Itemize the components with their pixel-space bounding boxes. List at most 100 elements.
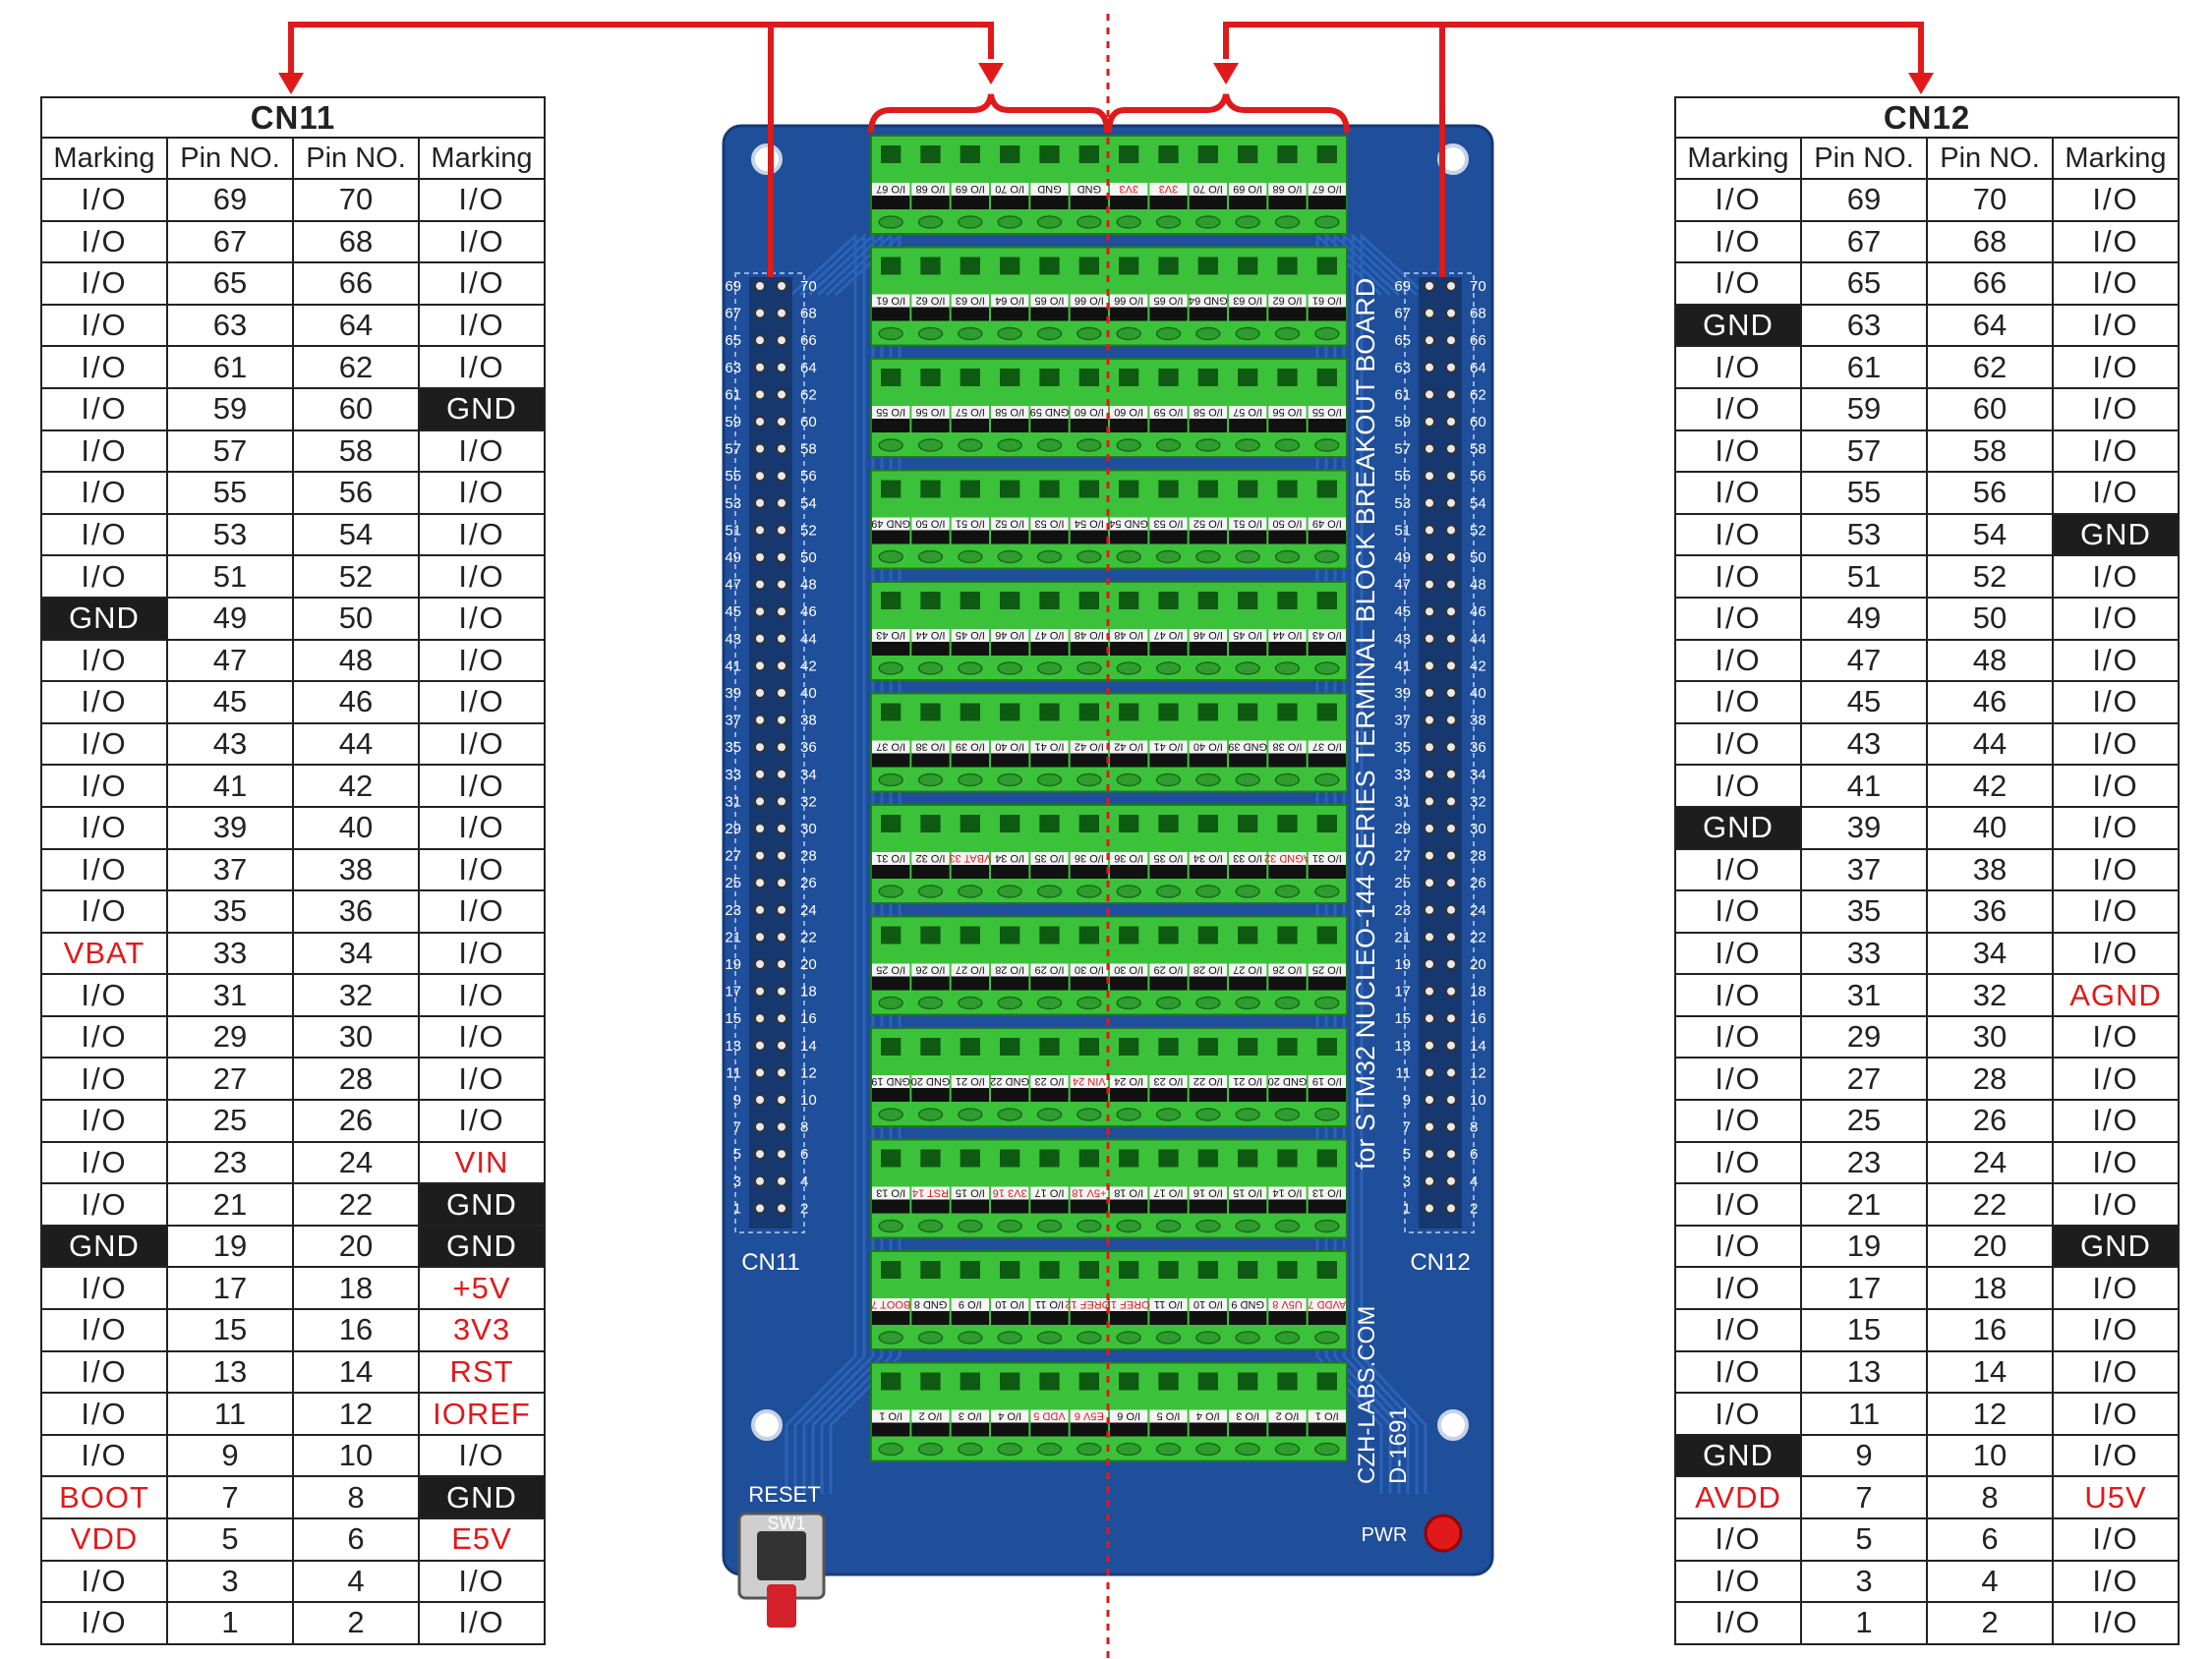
screw-slot [1238, 369, 1258, 386]
terminal-label-strip [951, 740, 989, 754]
header-pin [754, 795, 766, 808]
screw-slot [1158, 1038, 1179, 1056]
terminal-label: I/O 13 [1312, 1187, 1342, 1199]
screw-slot [1000, 369, 1020, 386]
terminal-label: I/O 55 [1312, 406, 1342, 418]
header-pin [1445, 714, 1457, 726]
header-pin [776, 958, 787, 970]
pin-number-cell: 60 [1926, 386, 2054, 431]
header-pin [1424, 741, 1435, 754]
terminal-label-strip [1149, 294, 1188, 308]
terminal-label-strip [1030, 852, 1069, 865]
terminal-label: VIN 24 [1073, 1075, 1106, 1087]
terminal-screw [1077, 661, 1102, 675]
terminal-label-strip [1229, 1199, 1267, 1214]
terminal-screw [917, 1219, 944, 1233]
pin-number-cell: 41 [1800, 764, 1928, 808]
marking-cell: I/O [1674, 554, 1802, 599]
terminal-label-strip [872, 1298, 910, 1311]
terminal-label-strip [1268, 740, 1307, 754]
screw-slot [960, 703, 980, 721]
header-pin-number: 32 [800, 793, 817, 810]
header-pin [1445, 334, 1457, 347]
arrow-icon [1908, 73, 1934, 94]
terminal-label-strip [991, 1409, 1029, 1423]
terminal-label-strip [951, 1088, 989, 1102]
terminal-screw [1077, 549, 1102, 564]
marking-cell: I/O [40, 261, 168, 306]
header-pin [1445, 985, 1457, 998]
terminal-label-strip [1149, 517, 1188, 531]
terminal-label-strip [1229, 1075, 1267, 1088]
header-pin-number: 27 [1394, 848, 1411, 865]
terminal-label-strip [1229, 406, 1267, 419]
terminal-label: 3V3 [1159, 183, 1179, 195]
terminal-label-strip [1030, 406, 1069, 419]
terminal-label: I/O 3 [959, 1410, 982, 1422]
terminal-label: I/O 44 [1273, 629, 1303, 641]
terminal-label-strip [1268, 294, 1307, 308]
screw-slot [1078, 703, 1099, 721]
marking-cell: I/O [2052, 847, 2180, 892]
terminal-screw [997, 885, 1022, 898]
screw-slot [881, 926, 902, 944]
terminal-label: I/O 3 [1236, 1410, 1259, 1422]
terminal-label: I/O 9 [959, 1298, 982, 1310]
terminal-label-strip [951, 1298, 989, 1311]
screw-slot [881, 257, 902, 275]
terminal-label-strip [1149, 530, 1188, 544]
screw-slot [1119, 1038, 1139, 1056]
screw-slot [960, 1261, 980, 1279]
terminal-label-strip [1268, 1298, 1307, 1311]
header-pin [1445, 470, 1457, 483]
screw-slot [1316, 480, 1337, 498]
terminal-screw [878, 1331, 903, 1344]
header-pin-number: 69 [1394, 278, 1411, 295]
terminal-label-strip [872, 530, 910, 544]
terminal-label-strip [1189, 1199, 1227, 1214]
terminal-screw [997, 996, 1022, 1010]
terminal-label-strip [1189, 1422, 1227, 1437]
terminal-label-strip [1268, 530, 1307, 544]
marking-cell: I/O [1674, 1601, 1802, 1645]
pcb-trace [1342, 232, 1410, 1494]
pin-number-cell: 3 [1800, 1559, 1928, 1604]
terminal-label-strip [1308, 740, 1346, 754]
header-pin [776, 470, 787, 483]
header-pin-number: 41 [725, 658, 741, 674]
terminal-label-strip [1030, 1311, 1069, 1325]
terminal-label: I/O 43 [1312, 629, 1342, 641]
marking-cell: GND [40, 1224, 168, 1269]
terminal-screw [1314, 1219, 1340, 1233]
screw-slot [960, 480, 980, 498]
marking-cell: I/O [1674, 1140, 1802, 1185]
terminal-label: I/O 13 [876, 1187, 905, 1199]
screw-slot [1158, 1372, 1179, 1391]
terminal-label-strip [1149, 629, 1188, 642]
terminal-label: I/O 40 [1193, 741, 1223, 753]
terminal-screw [958, 885, 983, 898]
pin-number-cell: 51 [1800, 554, 1928, 599]
screw-slot [1000, 1261, 1020, 1279]
screw-slot [1277, 703, 1298, 721]
terminal-label-strip [991, 183, 1029, 196]
pin-number-cell: 8 [1926, 1475, 2054, 1519]
terminal-label: I/O 42 [1075, 741, 1104, 753]
terminal-label-strip [911, 1199, 950, 1214]
marking-cell: I/O [418, 429, 546, 474]
marking-cell: I/O [2052, 1308, 2180, 1352]
terminal-label-strip [1189, 530, 1227, 544]
header-pin-number: 10 [1470, 1092, 1486, 1109]
terminal-screw [1195, 1331, 1221, 1344]
screw-slot [1078, 480, 1099, 498]
header-pin-number: 50 [1470, 549, 1486, 566]
terminal-screw [1195, 549, 1221, 564]
terminal-screw [1116, 1331, 1141, 1344]
terminal-label: +5V 18 [1072, 1187, 1106, 1199]
header-pin [1424, 849, 1435, 862]
terminal-screw [1274, 549, 1301, 564]
header-pin-number: 7 [733, 1119, 741, 1136]
terminal-screw [1314, 549, 1340, 564]
